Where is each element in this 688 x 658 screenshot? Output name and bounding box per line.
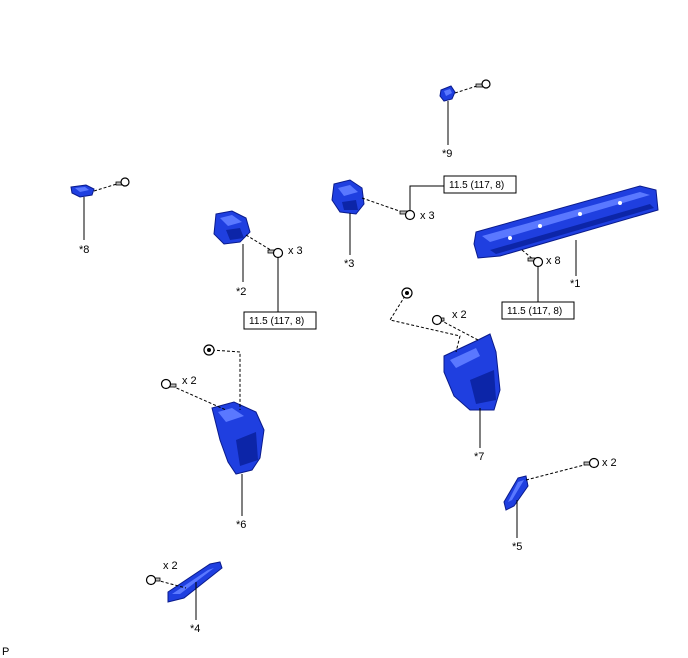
part-1-callout: *1: [570, 278, 580, 290]
part-3-torque-box: [443, 175, 517, 194]
part-2-bolt-icon: [267, 247, 284, 259]
part-8-bolt-icon: [115, 177, 130, 187]
part-7-quantity: x 2: [452, 309, 467, 321]
part-2-bracket: [213, 210, 251, 245]
part-5-callout: *5: [512, 541, 522, 553]
part-9-callout: *9: [442, 148, 452, 160]
part-4-callout: *4: [190, 623, 200, 635]
part-5-bolt-icon: [583, 457, 600, 469]
part-1-torque-spec: 11.5 (117, 8): [507, 306, 562, 317]
part-6-quantity: x 2: [182, 375, 197, 387]
part-5-bracket: [503, 475, 529, 511]
part-7-callout: *7: [474, 451, 484, 463]
part-1-reinforcement: [473, 185, 659, 259]
part-3-torque-spec: 11.5 (117, 8): [449, 180, 504, 191]
part-1-fastener-path: [521, 249, 535, 261]
part-7-bolt-icon: [431, 314, 445, 326]
part-3-quantity: x 3: [420, 210, 435, 222]
part-7-clip-path: [389, 295, 461, 353]
part-8-bracket: [70, 184, 95, 198]
part-1-quantity: x 8: [546, 255, 561, 267]
part-6-clip-icon: [203, 344, 215, 356]
part-9-bracket: [439, 85, 456, 102]
part-4-quantity: x 2: [163, 560, 178, 572]
part-7-fastener-path: [439, 319, 479, 341]
part-3-callout: *3: [344, 258, 354, 270]
part-2-torque-spec: 11.5 (117, 8): [249, 316, 304, 327]
part-6-fastener-path: [171, 385, 227, 411]
part-9-bolt-icon: [475, 79, 491, 89]
part-1-bolt-icon: [527, 256, 544, 268]
part-7-panel: [443, 333, 501, 411]
part-7-clip-icon: [401, 287, 413, 299]
part-5-quantity: x 2: [602, 457, 617, 469]
part-3-torque-leader: [409, 185, 444, 210]
part-2-fastener-path: [245, 234, 275, 253]
part-5-fastener-path: [525, 463, 589, 481]
part-1-torque-box: [501, 301, 575, 320]
part-2-callout: *2: [236, 286, 246, 298]
part-4-fastener-path: [155, 579, 187, 589]
corner-mark: P: [2, 646, 9, 658]
part-8-callout: *8: [79, 244, 89, 256]
part-3-fastener-path: [361, 197, 406, 214]
part-3-bolt-icon: [399, 209, 416, 221]
part-6-callout: *6: [236, 519, 246, 531]
part-6-clip-path: [211, 349, 241, 410]
part-2-quantity: x 3: [288, 245, 303, 257]
part-2-torque-box: [243, 311, 317, 330]
part-4-bolt-icon: [145, 574, 161, 586]
part-6-panel: [211, 401, 265, 475]
part-3-bracket: [331, 179, 365, 215]
part-6-bolt-icon: [160, 378, 177, 390]
